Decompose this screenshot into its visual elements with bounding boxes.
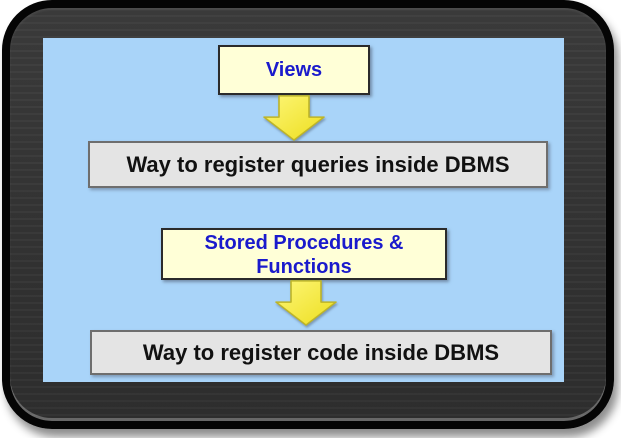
queries-description-box: Way to register queries inside DBMS — [88, 141, 548, 188]
arrow-down-icon — [263, 95, 325, 141]
views-box: Views — [218, 45, 370, 95]
slide-background: Views Way to register queries inside DBM… — [43, 38, 564, 382]
device-frame: Views Way to register queries inside DBM… — [2, 0, 614, 429]
arrow-down-icon — [275, 280, 337, 326]
stored-procedures-box: Stored Procedures & Functions — [161, 228, 447, 280]
code-description-box: Way to register code inside DBMS — [90, 330, 552, 375]
